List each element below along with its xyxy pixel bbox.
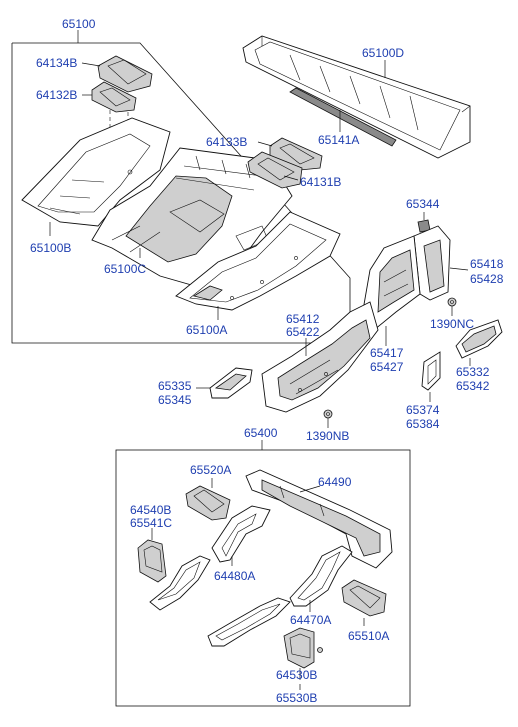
label-bracket-65541c: 65541C bbox=[130, 516, 172, 530]
member-65412-part[interactable] bbox=[261, 301, 379, 413]
leader-64490 bbox=[299, 485, 321, 493]
label-rail-65332: 65332 bbox=[456, 365, 490, 379]
crossmember-64490-part[interactable] bbox=[245, 469, 393, 569]
rear-floor-part[interactable] bbox=[21, 117, 171, 227]
label-panel-65428: 65428 bbox=[470, 272, 504, 286]
plate-65335-part[interactable] bbox=[209, 367, 253, 399]
label-member-65422: 65422 bbox=[286, 325, 320, 339]
label-center-floor: 65100C bbox=[104, 262, 146, 276]
leader-64134b bbox=[81, 62, 101, 67]
label-nut-1390nc: 1390NC bbox=[430, 317, 474, 331]
bracket-64132b-part[interactable] bbox=[91, 81, 137, 113]
bracket-64131b-part[interactable] bbox=[247, 151, 303, 189]
label-rail-64470a: 64470A bbox=[290, 613, 331, 627]
label-bracket-64530b: 64530B bbox=[276, 668, 317, 682]
leader-64133b bbox=[257, 141, 273, 147]
bolt-65530b-part[interactable] bbox=[317, 647, 323, 653]
floor-group-frame bbox=[11, 42, 351, 344]
label-panel-65344: 65344 bbox=[406, 197, 440, 211]
rail-65332-part[interactable] bbox=[455, 319, 503, 359]
label-member-65412: 65412 bbox=[286, 312, 320, 326]
bracket-64134b-part[interactable] bbox=[97, 55, 153, 93]
rail-64480a-part[interactable] bbox=[149, 505, 271, 611]
frame-group-box bbox=[115, 449, 411, 707]
label-rail-65342: 65342 bbox=[456, 379, 490, 393]
label-bracket-64133b: 64133B bbox=[206, 135, 247, 149]
label-bracket-64540b: 64540B bbox=[130, 503, 171, 517]
label-plate-65345: 65345 bbox=[158, 393, 192, 407]
rail-64470a-part[interactable] bbox=[207, 545, 353, 647]
bracket-64540b-part[interactable] bbox=[137, 539, 167, 583]
nut-1390nb-part[interactable] bbox=[323, 409, 333, 419]
cargo-floor-part[interactable] bbox=[242, 35, 471, 159]
label-nut-1390nb: 1390NB bbox=[306, 429, 349, 443]
label-bracket-64131b: 64131B bbox=[300, 175, 341, 189]
label-reinf-65510a: 65510A bbox=[348, 629, 389, 643]
nut-1390nc-part[interactable] bbox=[447, 297, 457, 307]
panel-65418-part[interactable] bbox=[413, 225, 451, 301]
label-panel-65418: 65418 bbox=[470, 257, 504, 271]
label-floor-assembly: 65100 bbox=[62, 17, 96, 31]
label-bracket-65530b: 65530B bbox=[276, 691, 317, 705]
label-rail-64480a: 64480A bbox=[214, 569, 255, 583]
label-bracket-64134b: 64134B bbox=[36, 56, 77, 70]
front-floor-part[interactable] bbox=[175, 211, 341, 311]
label-gusset-65384: 65384 bbox=[406, 417, 440, 431]
leader-65418 bbox=[449, 267, 469, 271]
label-reinf-65520a: 65520A bbox=[190, 463, 231, 477]
gusset-65374-part[interactable] bbox=[421, 351, 441, 391]
label-plate-65335: 65335 bbox=[158, 379, 192, 393]
label-rear-floor: 65100B bbox=[30, 241, 71, 255]
reinf-65510a-part[interactable] bbox=[341, 579, 387, 617]
label-member-65427: 65427 bbox=[370, 360, 404, 374]
label-cargo-floor: 65100D bbox=[362, 46, 404, 60]
label-member-65417: 65417 bbox=[370, 346, 404, 360]
label-frame-assembly: 65400 bbox=[244, 426, 278, 440]
label-seal: 65141A bbox=[318, 133, 359, 147]
bracket-64530b-part[interactable] bbox=[283, 627, 315, 669]
label-gusset-65374: 65374 bbox=[406, 403, 440, 417]
label-crossmember: 64490 bbox=[318, 475, 352, 489]
seal-strip-part[interactable] bbox=[289, 87, 397, 147]
label-bracket-64132b: 64132B bbox=[36, 88, 77, 102]
leader-64131b bbox=[283, 175, 299, 181]
reinf-65520a-part[interactable] bbox=[185, 485, 231, 521]
label-front-floor: 65100A bbox=[186, 323, 227, 337]
